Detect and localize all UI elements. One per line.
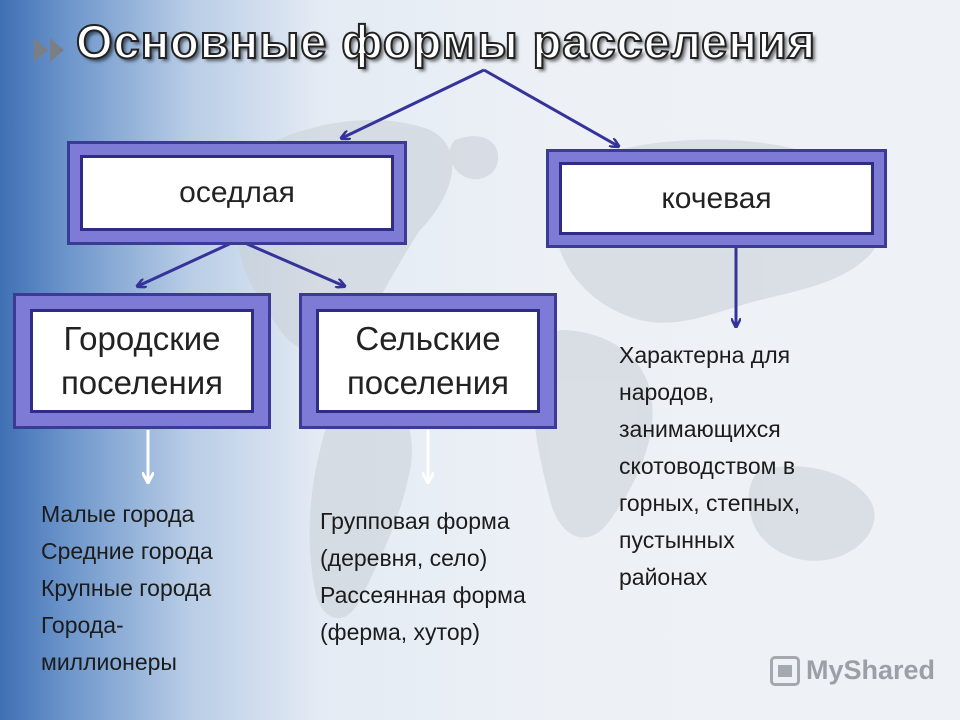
chevron-right-icon — [34, 38, 48, 62]
list-item: скотоводством в — [619, 453, 796, 479]
list-item: Характерна для — [619, 342, 791, 368]
arrow-title-to-sedentary — [342, 68, 485, 138]
arrow-sedentary-to-rural — [237, 238, 344, 286]
list-item: горных, степных, — [619, 490, 801, 516]
sedentary-box: оседлая — [80, 155, 394, 231]
list-item: миллионеры — [41, 649, 177, 675]
urban-label: Городские поселения — [60, 320, 224, 401]
watermark-logo: MyShared — [770, 655, 935, 686]
list-item: (ферма, хутор) — [320, 619, 481, 645]
list-item: Малые города — [41, 501, 195, 527]
chevron-right-icon — [50, 38, 64, 62]
list-item: (деревня, село) — [320, 545, 488, 571]
nomadic-label: кочевая — [661, 181, 772, 215]
arrow-title-to-nomadic — [483, 68, 618, 146]
urban-box: Городские поселения — [30, 309, 254, 413]
sedentary-label: оседлая — [179, 176, 295, 209]
list-item: занимающихся — [619, 416, 781, 442]
list-item: народов, — [619, 379, 715, 405]
list-item: Крупные города — [41, 575, 212, 601]
presentation-icon — [770, 655, 800, 686]
arrow-sedentary-to-urban — [138, 238, 239, 286]
list-item: Рассеянная форма — [320, 582, 526, 608]
nomadic-description: Характерна для народов, занимающихся ско… — [619, 337, 800, 596]
rural-label: Сельские поселения — [346, 320, 510, 401]
rural-box: Сельские поселения — [316, 309, 540, 413]
slide-title: Основные формы расселения — [75, 14, 817, 69]
list-item: Города- — [41, 612, 124, 638]
list-item: Средние города — [41, 538, 213, 564]
list-item: районах — [619, 564, 708, 590]
list-item: Групповая форма — [320, 508, 510, 534]
nomadic-box: кочевая — [559, 162, 874, 235]
urban-types-list: Малые города Средние города Крупные горо… — [41, 496, 213, 681]
list-item: пустынных — [619, 527, 735, 553]
watermark-text: MyShared — [806, 655, 936, 685]
rural-types-list: Групповая форма (деревня, село) Рассеянн… — [320, 503, 526, 651]
